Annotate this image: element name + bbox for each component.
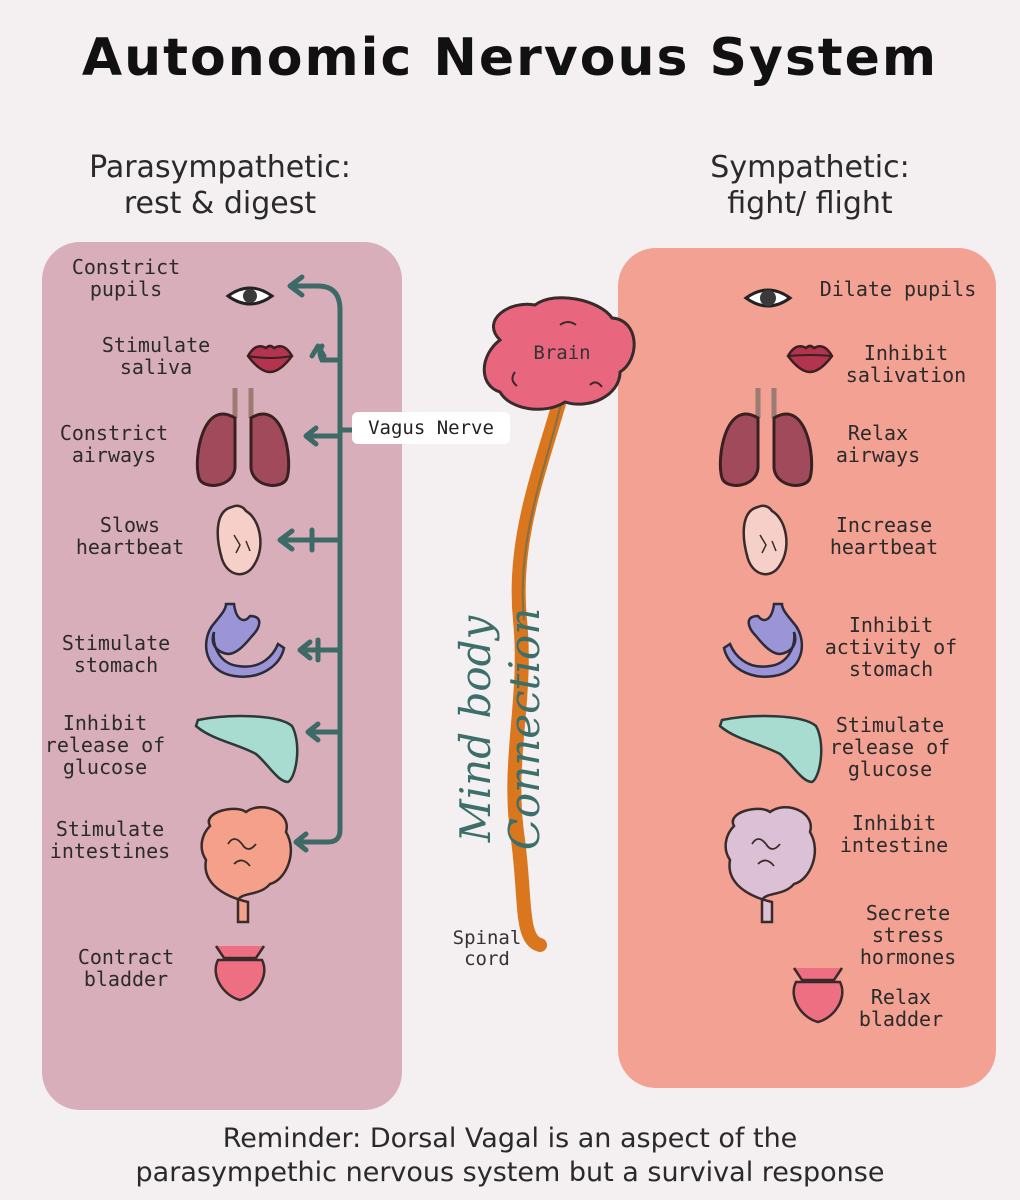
sympathetic-heading: Sympathetic: fight/ flight: [710, 150, 910, 221]
sympathetic-label-glucose: Stimulate release of glucose: [829, 713, 951, 781]
eye-icon: [225, 286, 275, 306]
parasympathetic-label-bladder: Contract bladder: [77, 945, 175, 991]
sympathetic-label-bladder: Relax bladder: [858, 985, 944, 1031]
brain-icon: [482, 296, 636, 411]
sympathetic-label-salivation: Inhibit salivation: [845, 341, 967, 387]
reminder-note: Reminder: Dorsal Vagal is an aspect of t…: [135, 1123, 885, 1188]
sympathetic-label-pupils: Dilate pupils: [819, 277, 977, 301]
lips-icon: [246, 344, 294, 374]
sympathetic-label-stomach: Inhibit activity of stomach: [824, 613, 958, 681]
vagus-nerve-label: Vagus Nerve: [352, 412, 510, 444]
liver-icon: [718, 714, 823, 784]
lips-icon: [786, 344, 834, 374]
parasympathetic-label-stomach: Stimulate stomach: [61, 631, 171, 677]
intestines-icon: [200, 806, 292, 924]
sympathetic-label-airways: Relax airways: [835, 421, 921, 467]
sympathetic-label-hormones: Secrete stress hormones: [859, 901, 957, 969]
eye-icon: [743, 288, 793, 308]
bladder-icon: [792, 967, 844, 1024]
parasympathetic-label-pupils: Constrict pupils: [71, 255, 181, 301]
stomach-icon: [204, 602, 286, 678]
parasympathetic-label-heartbeat: Slows heartbeat: [75, 513, 185, 559]
heart-icon: [216, 504, 262, 576]
stomach-icon: [722, 602, 804, 678]
mind-body-connection-label: Mind body Connection: [451, 607, 549, 851]
parasympathetic-label-glucose: Inhibit release of glucose: [44, 711, 166, 779]
parasympathetic-label-saliva: Stimulate saliva: [101, 333, 211, 379]
brain-label: Brain: [533, 342, 591, 364]
vagus-nerve-lines: [277, 274, 361, 853]
parasympathetic-heading: Parasympathetic: rest & digest: [89, 150, 351, 221]
lungs-icon: [718, 388, 814, 487]
spinal-cord-label: Spinal cord: [452, 927, 522, 970]
spinal-cord: [507, 393, 567, 952]
lungs-icon: [195, 388, 291, 487]
page-title: Autonomic Nervous System: [81, 28, 939, 88]
sympathetic-panel: [618, 248, 996, 1088]
sympathetic-label-heartbeat: Increase heartbeat: [829, 513, 939, 559]
liver-icon: [194, 714, 299, 784]
sympathetic-label-intestine: Inhibit intestine: [839, 811, 949, 857]
parasympathetic-label-airways: Constrict airways: [59, 421, 169, 467]
bladder-icon: [214, 945, 266, 1002]
intestines-icon: [724, 806, 816, 924]
parasympathetic-label-intestines: Stimulate intestines: [49, 817, 171, 863]
heart-icon: [742, 504, 788, 576]
